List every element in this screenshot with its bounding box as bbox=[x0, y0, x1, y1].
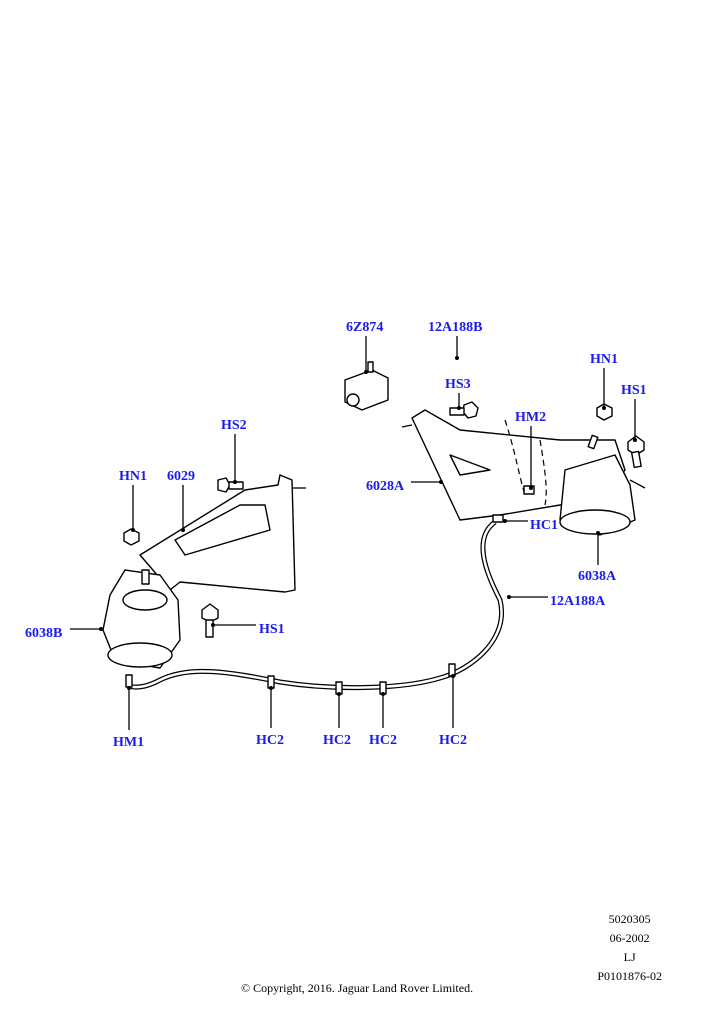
label-6Z874: 6Z874 bbox=[346, 320, 383, 335]
clip-HC1 bbox=[492, 514, 504, 523]
label-HN1-left: HN1 bbox=[119, 469, 147, 484]
nut-HN1-left bbox=[123, 528, 140, 546]
mount-6038B bbox=[102, 569, 181, 669]
label-6028A: 6028A bbox=[366, 479, 405, 494]
label-12A188B: 12A188B bbox=[428, 320, 482, 335]
label-HS3: HS3 bbox=[445, 377, 471, 392]
leader-lines bbox=[70, 336, 637, 730]
label-HM1: HM1 bbox=[113, 735, 144, 750]
label-12A188A: 12A188A bbox=[550, 594, 606, 609]
mount-6038A bbox=[559, 454, 646, 536]
label-HM2: HM2 bbox=[515, 410, 546, 425]
drawing-date: 06-2002 bbox=[609, 931, 650, 945]
bolt-HS2 bbox=[217, 477, 244, 493]
label-HN1-right: HN1 bbox=[590, 352, 618, 367]
label-HC2: HC2 bbox=[439, 733, 467, 748]
drawing-ref: P0101876-02 bbox=[597, 969, 662, 983]
label-HC2: HC2 bbox=[256, 733, 284, 748]
label-HC1: HC1 bbox=[530, 518, 558, 533]
bolt-HS1-right bbox=[627, 435, 645, 469]
drawing-metadata: 5020305 06-2002 LJ P0101876-02 bbox=[597, 910, 662, 986]
copyright: © Copyright, 2016. Jaguar Land Rover Lim… bbox=[241, 981, 474, 995]
label-6029: 6029 bbox=[167, 469, 195, 484]
bolt-HS1-left bbox=[201, 603, 219, 638]
label-6038B: 6038B bbox=[25, 626, 62, 641]
bracket-6029 bbox=[139, 474, 306, 593]
valve-6Z874 bbox=[344, 361, 389, 411]
label-HS1-right: HS1 bbox=[621, 383, 647, 398]
drawing-initials: LJ bbox=[623, 950, 636, 964]
label-HS2: HS2 bbox=[221, 418, 247, 433]
stud bbox=[587, 434, 599, 450]
hose-12A188A bbox=[127, 519, 504, 691]
stud-left bbox=[141, 569, 150, 585]
label-HC2: HC2 bbox=[369, 733, 397, 748]
drawing-code: 5020305 bbox=[608, 912, 651, 926]
label-HS1-left: HS1 bbox=[259, 622, 285, 637]
clip-HM2 bbox=[523, 485, 535, 495]
bolt-HS3 bbox=[449, 401, 479, 419]
clip-HM1 bbox=[125, 674, 133, 688]
label-HC2: HC2 bbox=[323, 733, 351, 748]
label-6038A: 6038A bbox=[578, 569, 617, 584]
